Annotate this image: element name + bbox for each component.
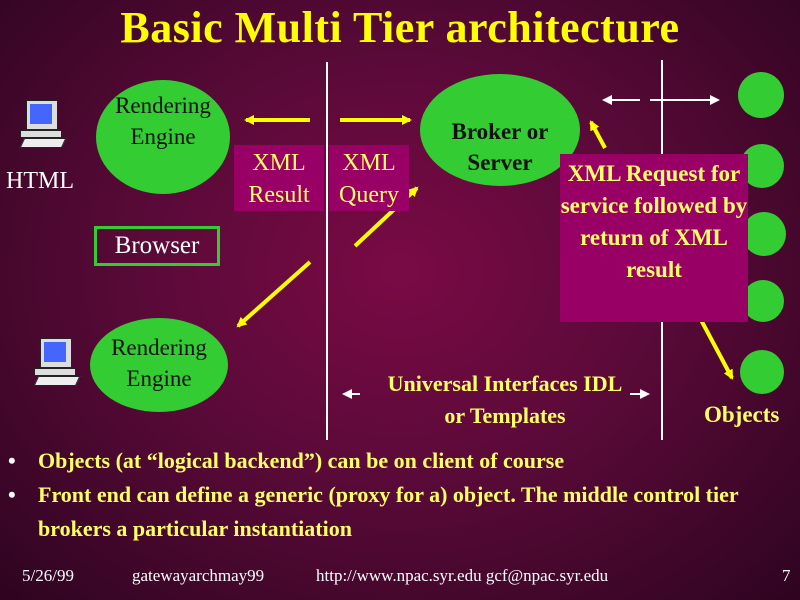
footer-file: gatewayarchmay99 <box>132 566 265 585</box>
object-node <box>738 72 784 118</box>
rendering-engine-bottom-label: Rendering Engine <box>111 335 207 391</box>
result-diagonal-arrow <box>236 260 312 328</box>
rendering-engine-bottom: Rendering Engine <box>90 318 228 412</box>
object-node <box>742 280 784 322</box>
footer-url: http://www.npac.syr.edu gcf@npac.syr.edu <box>316 566 609 585</box>
computer-icon <box>19 100 67 150</box>
computer-icon <box>33 338 81 388</box>
bullet-text: Objects (at “logical backend”) can be on… <box>38 448 565 473</box>
slide-title: Basic Multi Tier architecture <box>120 3 680 52</box>
objects-label: Objects <box>704 402 780 427</box>
footer-page-number: 7 <box>782 566 791 585</box>
browser-box: Browser <box>94 226 220 266</box>
broker-server-bubble: Broker or Server <box>420 74 580 186</box>
broker-request-arrow <box>589 120 607 149</box>
broker-server-label: Broker or Server <box>451 119 549 175</box>
rendering-engine-top-label: Rendering Engine <box>115 93 211 149</box>
object-node <box>742 212 786 256</box>
footer-date: 5/26/99 <box>22 566 74 585</box>
xml-result-box: XML Result <box>234 145 324 211</box>
universal-interfaces-label: Universal Interfaces IDL or Templates <box>387 371 623 428</box>
bullet-text: Front end can define a generic (proxy fo… <box>38 482 739 541</box>
bullet-item: •Objects (at “logical backend”) can be o… <box>8 448 565 473</box>
html-label: HTML <box>6 168 74 194</box>
object-node <box>740 350 784 394</box>
xml-request-box: XML Request for service followed by retu… <box>560 154 748 322</box>
request-objects-arrow <box>698 317 734 380</box>
xml-query-box: XML Query <box>329 145 409 211</box>
bullet-item: •Front end can define a generic (proxy f… <box>8 482 739 541</box>
rendering-engine-top: Rendering Engine <box>96 80 230 194</box>
bullet-list: •Objects (at “logical backend”) can be o… <box>8 444 798 546</box>
